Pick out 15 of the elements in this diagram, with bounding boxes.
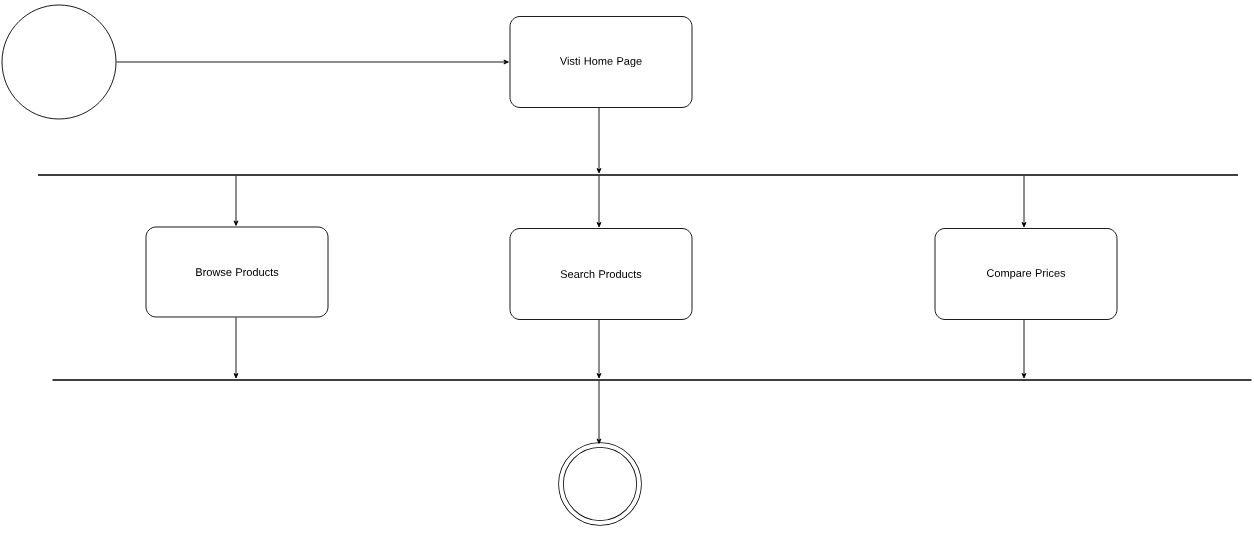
end-circle — [558, 442, 642, 526]
arrow — [596, 107, 602, 174]
arrow — [596, 319, 602, 379]
arrow — [1021, 175, 1027, 228]
arrow — [1021, 319, 1027, 379]
arrow — [116, 59, 509, 65]
arrow — [233, 175, 239, 226]
action-box: Visti Home Page — [509, 16, 693, 108]
arrow — [233, 317, 239, 379]
action-box: Search Products — [509, 228, 693, 320]
arrow — [596, 175, 602, 228]
start-circle — [1, 4, 117, 120]
action-box: Compare Prices — [934, 228, 1118, 320]
arrow — [596, 380, 602, 444]
action-box: Browse Products — [145, 226, 329, 318]
